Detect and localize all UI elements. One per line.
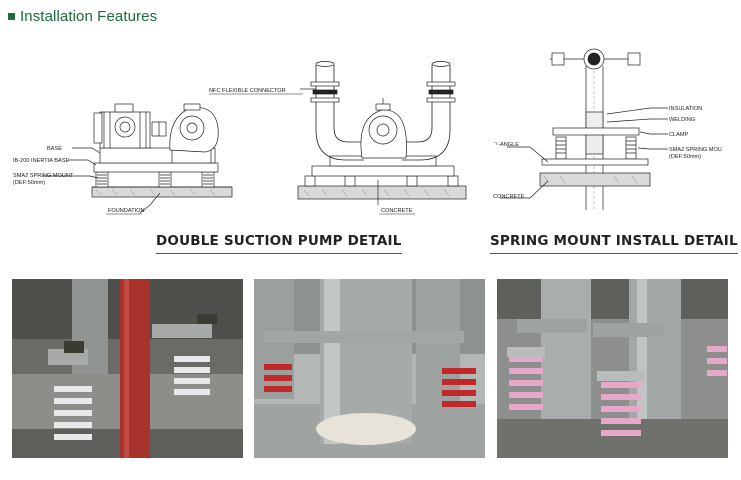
pump-detail-caption-text: DOUBLE SUCTION PUMP DETAIL — [156, 233, 402, 249]
label-concrete-spring: CONCRETE — [493, 194, 525, 200]
bullet-square-icon — [8, 13, 15, 20]
pump-base-drawing — [42, 103, 233, 214]
technical-drawings: BASE IB-200 INERTIA BASE SMA2 SPRING MOU… — [13, 48, 722, 215]
label-foundation: FOUNDATION — [108, 208, 145, 214]
label-insulation: INSULATION — [669, 106, 702, 112]
label-inertia-base: IB-200 INERTIA BASE — [13, 158, 69, 164]
label-spring-mount-right: SMA2 SPRING MOU — [669, 147, 722, 153]
label-base: BASE — [47, 146, 62, 152]
spring-mount-drawing — [500, 48, 668, 210]
label-clamp: CLAMP — [669, 132, 689, 138]
spring-detail-caption-text: SPRING MOUNT INSTALL DETAIL — [490, 233, 738, 249]
double-suction-drawing — [297, 61, 467, 205]
label-welding: WELDING — [669, 117, 695, 123]
caption-underline — [490, 253, 738, 254]
installation-photo-gray-pipes — [254, 279, 485, 458]
caption-underline — [156, 253, 402, 254]
label-spring-mount-def-right: (DEF:50mm) — [669, 154, 701, 160]
section-title: Installation Features — [20, 8, 158, 25]
section-header: Installation Features — [8, 8, 157, 25]
label-spring-mount: SMA2 SPRING MOUNT — [13, 173, 74, 179]
installation-photo-red-pipe — [12, 279, 243, 458]
label-concrete-pump: CONCRETE — [381, 208, 413, 214]
label-angle: ㄱ-ANGLE — [493, 142, 519, 148]
label-flexible-connector: NFC FLEXIBLE CONNECTOR — [209, 88, 286, 94]
installation-photo-pink-springs — [497, 279, 728, 458]
pump-detail-caption: DOUBLE SUCTION PUMP DETAIL — [156, 233, 402, 254]
spring-detail-caption: SPRING MOUNT INSTALL DETAIL — [490, 233, 738, 254]
label-spring-mount-def: (DEF:50mm) — [13, 180, 45, 186]
